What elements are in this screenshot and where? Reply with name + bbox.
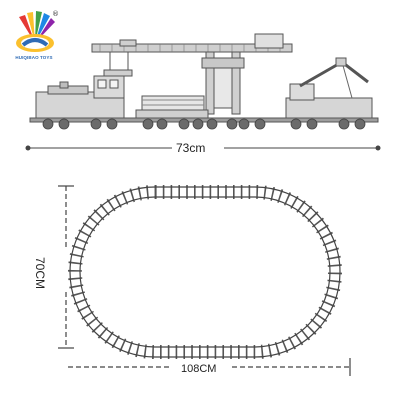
oval-track xyxy=(68,185,342,359)
track-dimension-lines xyxy=(58,185,351,376)
width-dimension-line xyxy=(25,145,381,151)
gantry-cab xyxy=(254,33,284,49)
crane-car-body xyxy=(285,97,373,119)
wagon-deck xyxy=(135,109,209,119)
train-rail xyxy=(29,117,379,123)
train-wheels xyxy=(42,118,366,130)
width-label: 73cm xyxy=(176,141,206,155)
brand-logo xyxy=(16,11,55,52)
brand-name: HUIQIBAO TOYS xyxy=(15,55,53,60)
track-ties xyxy=(68,185,342,359)
length-label: 108CM xyxy=(181,363,217,375)
track-outer-rail xyxy=(69,186,341,358)
gantry-beam xyxy=(91,43,293,53)
registered-mark: ® xyxy=(52,10,59,18)
wagon-logs xyxy=(141,95,205,111)
track-inner-rail xyxy=(79,196,331,348)
gantry-beam-detail xyxy=(99,44,281,52)
crane-boom xyxy=(299,60,369,88)
train-model-illustration xyxy=(29,33,379,130)
